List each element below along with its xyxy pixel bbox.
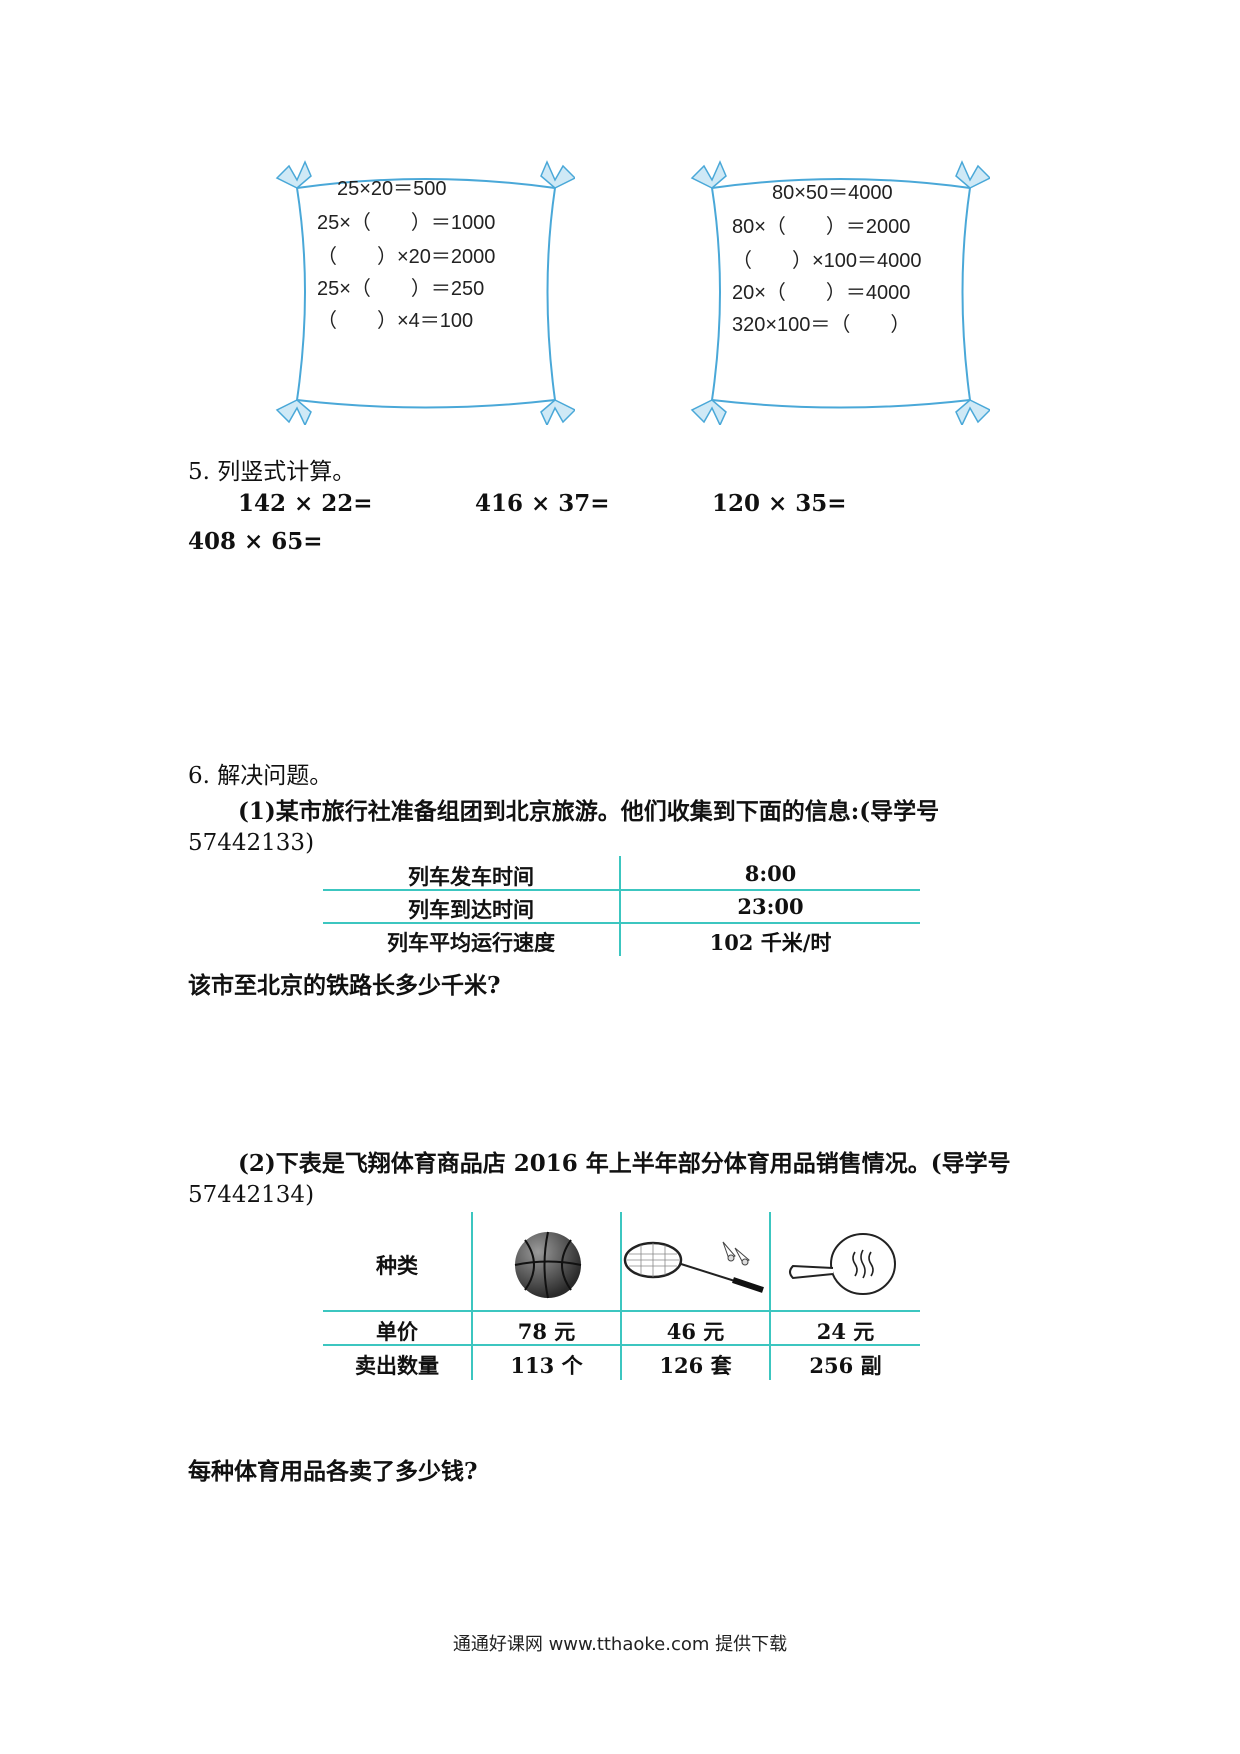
q6-part2-text: (2)下表是飞翔体育商品店 2016 年上半年部分体育用品销售情况。(导学号 [238, 1150, 1011, 1177]
q6-part2-question: 每种体育用品各卖了多少钱? [188, 1458, 478, 1485]
q5-title: 5. 列竖式计算。 [188, 459, 356, 485]
equation-line: （ ）×4＝100 [317, 310, 474, 332]
table-divider [619, 856, 621, 956]
bird-icon [540, 160, 575, 189]
equation-line: 320×100＝（ ） [732, 314, 911, 336]
equation-frame-left: 25×20＝500 25×（ ）＝1000 （ ）×20＝2000 25×（ ）… [275, 160, 575, 425]
table-cell-label: 列车平均运行速度 [387, 930, 555, 955]
equation-line: 25×（ ）＝250 [317, 278, 485, 300]
page-footer: 通通好课网 www.tthaoke.com 提供下载 [452, 1634, 788, 1655]
bird-icon [955, 160, 990, 189]
equation-line: 25×（ ）＝1000 [317, 212, 496, 234]
equation-line: （ ）×100＝4000 [732, 250, 922, 272]
q6-part1-text: 57442133) [188, 830, 315, 856]
equation-frame-right: 80×50＝4000 80×（ ）＝2000 （ ）×100＝4000 20×（… [690, 160, 990, 425]
price-cell: 24 元 [816, 1319, 875, 1344]
table-divider [323, 922, 920, 924]
equation-line: 25×20＝500 [337, 178, 447, 200]
bird-icon [275, 160, 312, 189]
table-divider [620, 1212, 622, 1380]
equation-line: （ ）×20＝2000 [317, 246, 496, 268]
quantity-cell: 126 套 [659, 1353, 732, 1378]
quantity-cell: 113 个 [510, 1353, 583, 1378]
q5-problem: 408 × 65= [188, 528, 323, 555]
table-cell-label: 列车到达时间 [408, 897, 534, 922]
q6-part2-text: 57442134) [188, 1182, 315, 1208]
table-header-category: 种类 [376, 1253, 418, 1278]
quantity-cell: 256 副 [809, 1353, 882, 1378]
basketball-icon [514, 1231, 582, 1299]
table-divider [323, 889, 920, 891]
bird-icon [540, 399, 575, 425]
q6-part1-text: (1)某市旅行社准备组团到北京旅游。他们收集到下面的信息:(导学号 [238, 798, 940, 825]
price-cell: 78 元 [517, 1319, 576, 1344]
q5-problem: 142 × 22= [238, 490, 373, 517]
bird-icon [275, 399, 312, 425]
frame-border-right [690, 160, 990, 425]
table-divider [323, 1344, 920, 1346]
equation-line: 80×（ ）＝2000 [732, 216, 911, 238]
table-divider [323, 1310, 920, 1312]
table-cell-value: 102 千米/时 [709, 930, 832, 955]
bird-icon [690, 160, 727, 189]
frame-border-left [275, 160, 575, 425]
table-divider [769, 1212, 771, 1380]
bird-icon [955, 399, 990, 425]
q6-part1-question: 该市至北京的铁路长多少千米? [188, 972, 501, 999]
table-cell-label: 列车发车时间 [408, 864, 534, 889]
badminton-racket-icon [623, 1241, 764, 1293]
equation-line: 80×50＝4000 [772, 182, 893, 204]
q5-problem: 416 × 37= [475, 490, 610, 517]
train-info-table: 列车发车时间 8:00 列车到达时间 23:00 列车平均运行速度 102 千米… [323, 856, 920, 956]
q5-problem: 120 × 35= [712, 490, 847, 517]
ping-pong-paddle-icon [789, 1233, 896, 1295]
row-label-quantity: 卖出数量 [355, 1353, 439, 1378]
table-cell-value: 8:00 [744, 861, 797, 886]
sales-table: 种类 单价 78 元 4 [323, 1212, 920, 1380]
price-cell: 46 元 [666, 1319, 725, 1344]
bird-icon [690, 399, 727, 425]
q6-title: 6. 解决问题。 [188, 763, 333, 789]
table-cell-value: 23:00 [737, 894, 804, 919]
table-divider [471, 1212, 473, 1380]
equation-line: 20×（ ）＝4000 [732, 282, 911, 304]
row-label-price: 单价 [376, 1319, 418, 1344]
